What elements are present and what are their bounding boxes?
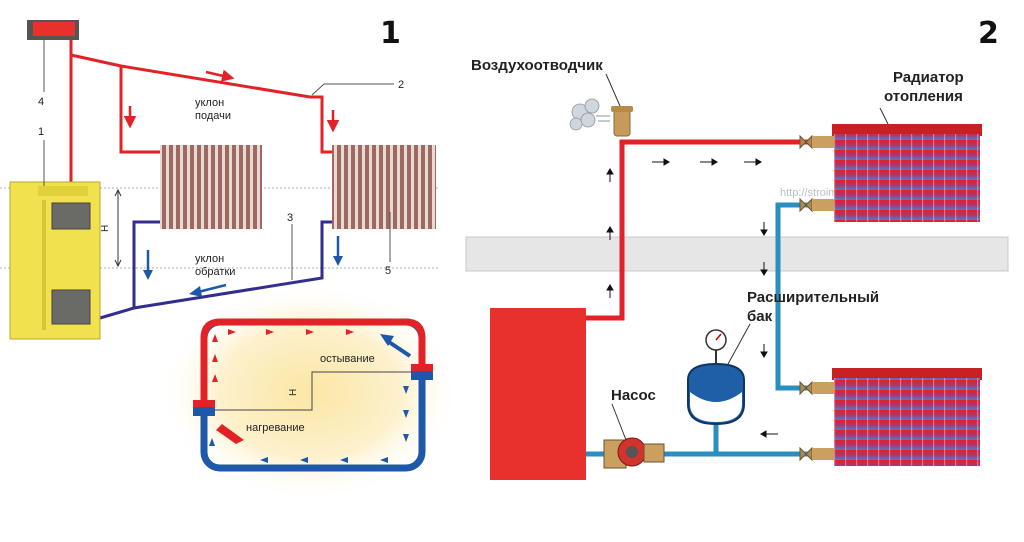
boiler-2 xyxy=(490,308,586,480)
valve-bottom-return[interactable] xyxy=(799,446,834,462)
air-vent-label: Воздухоотводчик xyxy=(471,57,603,74)
return-main xyxy=(133,220,334,310)
flow-arrow-return-left xyxy=(189,283,227,297)
radiator-2 xyxy=(332,145,436,229)
boiler-door-upper xyxy=(51,202,91,230)
expansion-tank-label-1: Расширительный xyxy=(747,289,879,306)
radiator-label-2: отопления xyxy=(884,88,963,105)
boiler-strip xyxy=(42,200,46,330)
callout-line-2 xyxy=(311,83,325,96)
panel-2-number: 2 xyxy=(978,16,999,51)
radiator-callout-line xyxy=(879,107,889,125)
supply-slope-label-2: подачи xyxy=(195,110,231,122)
supply-slope-label-1: уклон xyxy=(195,97,224,109)
supply-branch-1 xyxy=(119,66,162,154)
callout-2: 2 xyxy=(398,79,404,91)
height-label: Н xyxy=(100,225,111,232)
air-vent xyxy=(613,109,631,137)
callout-1: 1 xyxy=(38,126,44,138)
pump-label: Насос xyxy=(611,387,656,404)
panel-2: http://stroim-svoi-dom.ru xyxy=(465,16,1009,480)
callout-3: 3 xyxy=(287,212,293,224)
inset-cooler-block-top xyxy=(411,364,433,371)
flow-arrow-return-down-1 xyxy=(143,250,153,280)
radiator-top xyxy=(834,134,980,222)
floor-slab xyxy=(465,236,1009,272)
inset-heater-block-top xyxy=(193,400,215,407)
boiler-top-panel xyxy=(38,186,88,196)
return-slope-label-2: обратки xyxy=(195,266,235,278)
callout-5: 5 xyxy=(385,265,391,277)
inset-height-label: Н xyxy=(288,389,299,396)
expansion-callout-line xyxy=(727,323,751,365)
return-branch-1 xyxy=(99,220,162,320)
vent-callout-line xyxy=(605,73,621,107)
inset-loop-supply xyxy=(200,318,426,404)
air-vent-cap xyxy=(611,106,633,112)
inset-arrows-blue xyxy=(209,386,409,463)
radiator-bottom xyxy=(834,378,980,466)
valve-bottom-supply[interactable] xyxy=(799,380,834,396)
panel-1-number: 1 xyxy=(380,16,401,51)
inset-level-line xyxy=(215,371,412,411)
return-slope-label-1: уклон xyxy=(195,253,224,265)
supply-main xyxy=(70,53,311,99)
expansion-tank xyxy=(33,22,75,36)
expansion-tank-2 xyxy=(687,350,745,426)
radiator-1 xyxy=(160,145,262,229)
pressure-gauge-icon xyxy=(705,329,727,351)
heating-label: нагревание xyxy=(246,422,305,434)
return-riser xyxy=(775,202,812,391)
flow-arrow-supply xyxy=(205,69,235,82)
flow-arrows-panel-2 xyxy=(606,158,778,438)
air-vent-steam-icon xyxy=(569,98,610,131)
callout-4: 4 xyxy=(38,96,44,108)
height-arrow-bottom xyxy=(114,259,122,268)
boiler-door-lower xyxy=(51,289,91,325)
inset-arrow-cooling-head xyxy=(380,334,394,346)
valve-top-supply[interactable] xyxy=(799,134,834,150)
pump-callout-line xyxy=(611,403,627,441)
radiator-label-1: Радиатор xyxy=(893,69,964,86)
cooling-label: остывание xyxy=(320,353,375,365)
flow-arrow-return-down-2 xyxy=(333,236,343,266)
radiator-top-header xyxy=(832,124,982,136)
panel-1: Н 4 1 2 3 5 уклон подачи уклон обратки xyxy=(0,16,462,502)
expansion-tank-label-2: бак xyxy=(747,308,773,325)
valve-top-return[interactable] xyxy=(799,197,834,213)
inset-arrows-red xyxy=(212,329,354,444)
radiator-bottom-header xyxy=(832,368,982,380)
height-arrow-top xyxy=(114,188,122,197)
supply-branch-2 xyxy=(310,95,334,154)
pump[interactable] xyxy=(603,437,665,469)
